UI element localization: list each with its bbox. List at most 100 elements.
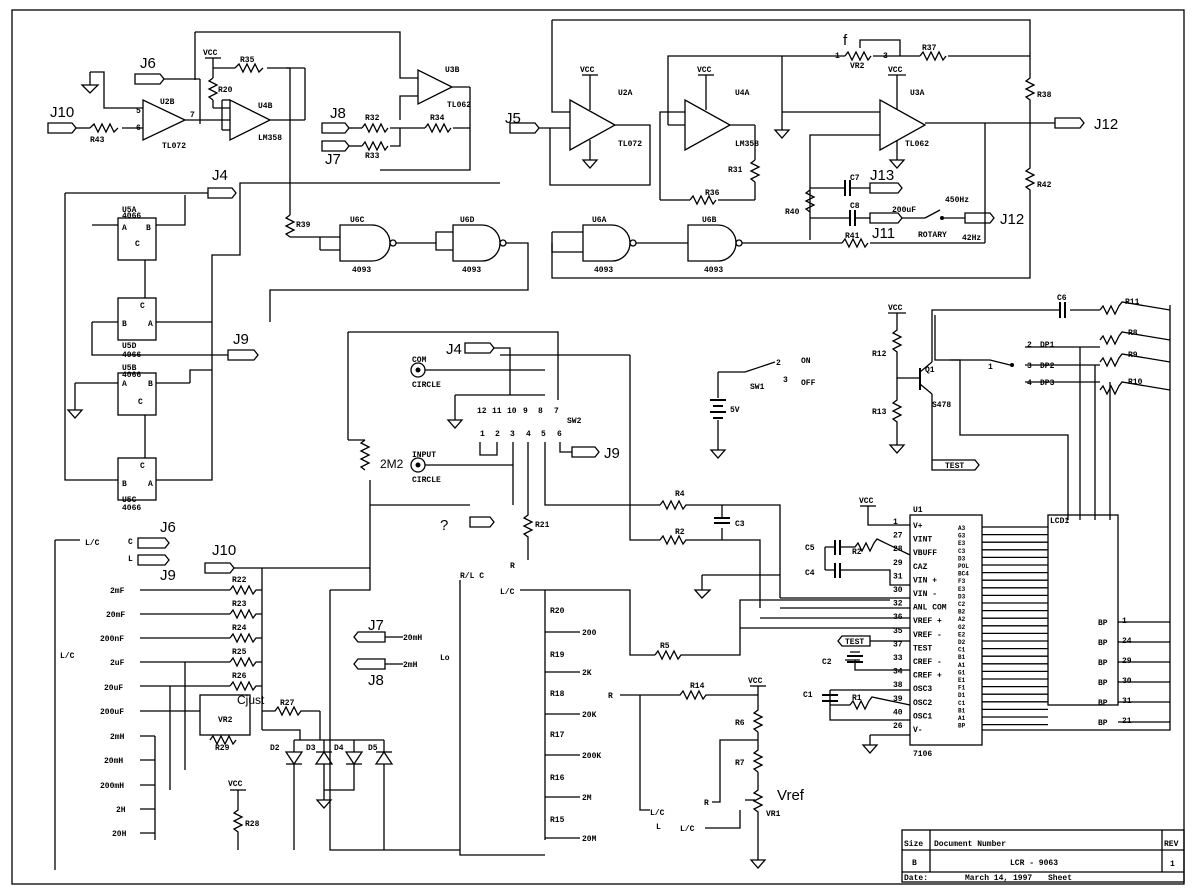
range-2h[interactable]: 2H bbox=[116, 806, 126, 815]
opamp-u3b bbox=[417, 68, 454, 106]
adc-pin-num: 29 bbox=[893, 559, 903, 568]
switch-u5c bbox=[117, 457, 157, 501]
r26 bbox=[229, 680, 262, 692]
question-connector bbox=[469, 516, 495, 528]
r40-label: R40 bbox=[785, 208, 800, 217]
label-2mh: 2mH bbox=[403, 661, 418, 670]
adc-seg-pin: E2 bbox=[958, 631, 966, 638]
adc-pin-name: OSC1 bbox=[913, 712, 932, 721]
svg-text:C: C bbox=[135, 240, 140, 249]
adc-7106 bbox=[909, 514, 983, 746]
adc-seg-pin: C3 bbox=[958, 548, 966, 555]
range-20h[interactable]: 20H bbox=[112, 830, 127, 839]
c1-label: C1 bbox=[803, 691, 813, 700]
adc-seg-pin: C1 bbox=[958, 700, 966, 707]
label-20mh: 20mH bbox=[403, 634, 422, 643]
cjust-label: Cjust bbox=[237, 693, 265, 707]
u3b-ref: U3B bbox=[445, 66, 460, 75]
r27 bbox=[262, 705, 320, 717]
j9-mid-label: J9 bbox=[233, 331, 249, 348]
vref-annotation: Vref bbox=[777, 787, 805, 804]
j9-bot-label: J9 bbox=[160, 567, 176, 584]
r5 bbox=[654, 599, 890, 661]
range-20mh[interactable]: 20mH bbox=[104, 757, 123, 766]
vcc-label-8: VCC bbox=[888, 304, 903, 313]
u6d-part: 4093 bbox=[462, 266, 481, 275]
r5-label: R5 bbox=[660, 642, 670, 651]
range-20mf[interactable]: 20mF bbox=[106, 611, 125, 620]
u6c-part: 4093 bbox=[352, 266, 371, 275]
r24-label: R24 bbox=[232, 624, 247, 633]
adc-pin-name: ANL COM bbox=[913, 604, 947, 613]
adc-pin-num: 35 bbox=[893, 627, 903, 636]
range-200uf[interactable]: 200uF bbox=[100, 708, 124, 717]
l-label: L bbox=[128, 555, 133, 564]
range-20k[interactable]: 20K bbox=[582, 711, 597, 720]
lc-mid-label: L/C bbox=[60, 652, 75, 661]
r2-label: R2 bbox=[675, 528, 685, 537]
adc-pin-name: VREF - bbox=[913, 631, 942, 640]
adc-seg-pin: G2 bbox=[958, 624, 966, 631]
opamp-u2a bbox=[569, 98, 617, 152]
adc-seg-pin: E1 bbox=[958, 677, 966, 684]
svg-text:1: 1 bbox=[988, 363, 993, 372]
adc-pin-name: VBUFF bbox=[913, 549, 937, 558]
u4a-part: LM358 bbox=[735, 140, 759, 149]
c-label: C bbox=[128, 538, 133, 547]
r-label-2: R bbox=[608, 692, 613, 701]
range-2uf[interactable]: 2uF bbox=[110, 659, 125, 668]
u5d-ref: U5D bbox=[122, 342, 137, 351]
connector-j8 bbox=[321, 122, 350, 134]
connector-j9-bot bbox=[137, 554, 170, 566]
vr2-top-label: VR2 bbox=[850, 62, 865, 71]
range-2m[interactable]: 2M bbox=[582, 794, 592, 803]
dp-switch[interactable] bbox=[934, 315, 1011, 366]
range-20m[interactable]: 20M bbox=[582, 835, 597, 844]
r32-label: R32 bbox=[365, 114, 380, 123]
sw2-pin-11: 11 bbox=[492, 407, 502, 416]
range-20uf[interactable]: 20uF bbox=[104, 684, 123, 693]
r35-label: R35 bbox=[240, 56, 255, 65]
sw2-pin-1: 1 bbox=[480, 430, 485, 439]
j11-label: J11 bbox=[872, 225, 895, 242]
r35 bbox=[234, 62, 264, 74]
connector-j7-bot bbox=[353, 631, 386, 643]
sw2-pin-4: 4 bbox=[526, 430, 531, 439]
range-2mf[interactable]: 2mF bbox=[110, 587, 125, 596]
connector-j8-bot bbox=[353, 658, 386, 670]
u5c-ref: U5C bbox=[122, 496, 137, 505]
svg-text:7: 7 bbox=[190, 111, 195, 120]
adc-pin-name: VIN + bbox=[913, 576, 937, 585]
switch-sw1[interactable] bbox=[744, 361, 776, 373]
r9 bbox=[1099, 353, 1171, 368]
vcc-label-6: VCC bbox=[748, 677, 763, 686]
range-200k[interactable]: 200K bbox=[582, 752, 601, 761]
adc-pin-name: V- bbox=[913, 726, 923, 735]
r6-label: R6 bbox=[735, 719, 745, 728]
u4a-ref: U4A bbox=[735, 89, 750, 98]
sw2-pin-9: 9 bbox=[523, 407, 528, 416]
j4-sw-label: J4 bbox=[446, 341, 462, 358]
adc-pin-num: 30 bbox=[893, 586, 903, 595]
r31-label: R31 bbox=[728, 166, 743, 175]
sw1-ref: SW1 bbox=[750, 383, 765, 392]
circle-label-1: CIRCLE bbox=[412, 381, 441, 390]
switch-sw2[interactable]: 12 11 10 9 8 7 SW2 1 2 3 4 5 6 bbox=[477, 407, 582, 439]
range-2k[interactable]: 2K bbox=[582, 669, 592, 678]
lcd-bp-label: BP bbox=[1098, 659, 1108, 668]
vr2-bot-label: VR2 bbox=[218, 716, 233, 725]
dp1-label: DP1 bbox=[1040, 341, 1055, 350]
q1-part: S478 bbox=[932, 401, 951, 410]
adc-pin-name: CAZ bbox=[913, 563, 928, 572]
range-200[interactable]: 200 bbox=[582, 629, 597, 638]
r8-label: R8 bbox=[1128, 329, 1138, 338]
adc-seg-pin: D1 bbox=[958, 692, 966, 699]
adc-seg-pin: POL bbox=[958, 563, 969, 570]
range-200nf[interactable]: 200nF bbox=[100, 635, 124, 644]
range-200mh[interactable]: 200mH bbox=[100, 782, 124, 791]
u2a-ref: U2A bbox=[618, 89, 633, 98]
adc-pin-name: V+ bbox=[913, 522, 923, 531]
vr2-top bbox=[844, 50, 872, 62]
svg-text:C: C bbox=[138, 398, 143, 407]
range-2mh[interactable]: 2mH bbox=[110, 733, 125, 742]
